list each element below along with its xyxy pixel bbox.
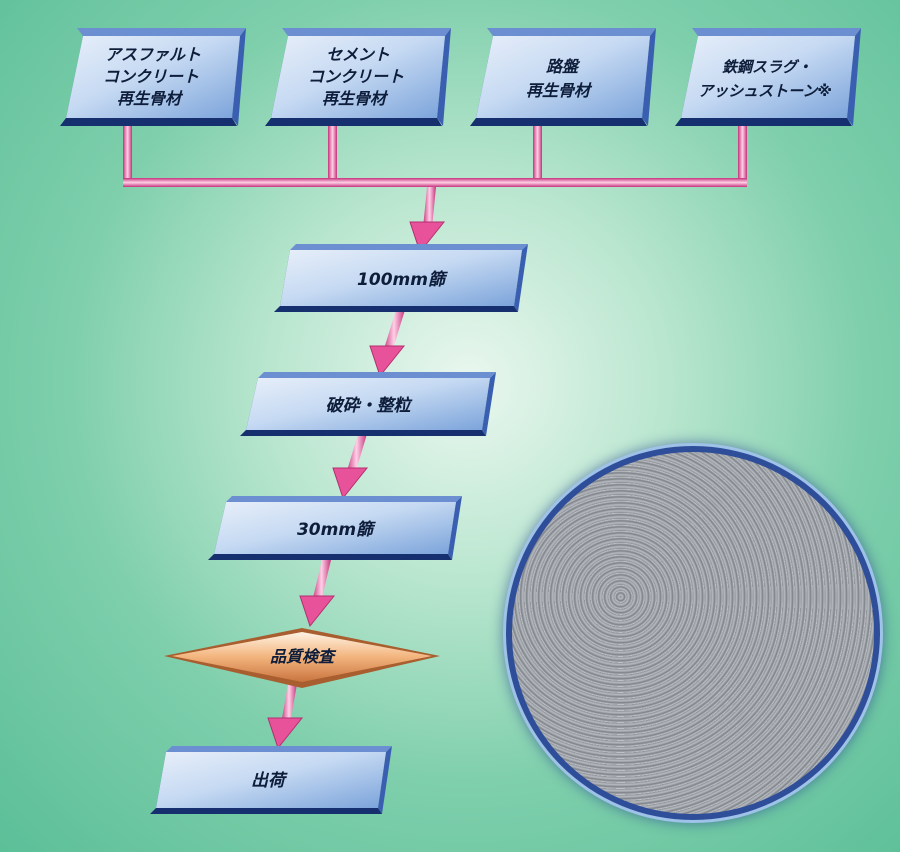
- connector-drop-1: [123, 125, 132, 185]
- source-box-asphalt: アスファルト コンクリート 再生骨材: [60, 28, 246, 126]
- step-box-30mm: 30mm篩: [208, 496, 462, 560]
- step-shipping-label: 出荷: [251, 771, 288, 791]
- connector-drop-4: [738, 125, 747, 185]
- step-crushing-label: 破砕・整粒: [326, 396, 414, 416]
- source-slag-line2: アッシュストーン※: [698, 82, 832, 100]
- source-slag-line1: 鉄鋼スラグ・: [722, 58, 812, 76]
- connector-bus: [123, 178, 747, 187]
- step-100mm-label: 100mm篩: [357, 270, 448, 290]
- source-asphalt-line1: アスファルト: [105, 45, 201, 64]
- step-box-crushing: 破砕・整粒: [240, 372, 496, 436]
- arrow-to-30mm: [332, 434, 369, 500]
- arrow-to-inspection: [299, 560, 336, 628]
- source-cement-line1: セメント: [326, 45, 390, 64]
- source-roadbed-line1: 路盤: [546, 57, 581, 76]
- step-inspection-label: 品質検査: [270, 647, 337, 666]
- step-box-shipping: 出荷: [150, 746, 392, 814]
- source-box-slag: 鉄鋼スラグ・ アッシュストーン※: [675, 28, 861, 126]
- connector-drop-3: [533, 125, 542, 185]
- connectors: [123, 125, 747, 750]
- arrow-to-100mm: [409, 187, 446, 254]
- source-box-cement: セメント コンクリート 再生骨材: [265, 28, 451, 126]
- step-diamond-inspection: 品質検査: [164, 628, 440, 688]
- crushed-aggregate-photo: [512, 452, 874, 814]
- connector-drop-2: [328, 125, 337, 185]
- source-roadbed-line2: 再生骨材: [526, 81, 593, 100]
- source-asphalt-line2: コンクリート: [103, 67, 199, 86]
- arrow-to-shipping: [267, 684, 304, 750]
- step-30mm-label: 30mm篩: [297, 520, 376, 540]
- arrow-to-crushing: [369, 310, 406, 378]
- source-cement-line2: コンクリート: [308, 67, 404, 86]
- step-box-100mm: 100mm篩: [274, 244, 528, 312]
- source-cement-line3: 再生骨材: [322, 89, 389, 108]
- source-asphalt-line3: 再生骨材: [117, 89, 184, 108]
- source-box-roadbed: 路盤 再生骨材: [470, 28, 656, 126]
